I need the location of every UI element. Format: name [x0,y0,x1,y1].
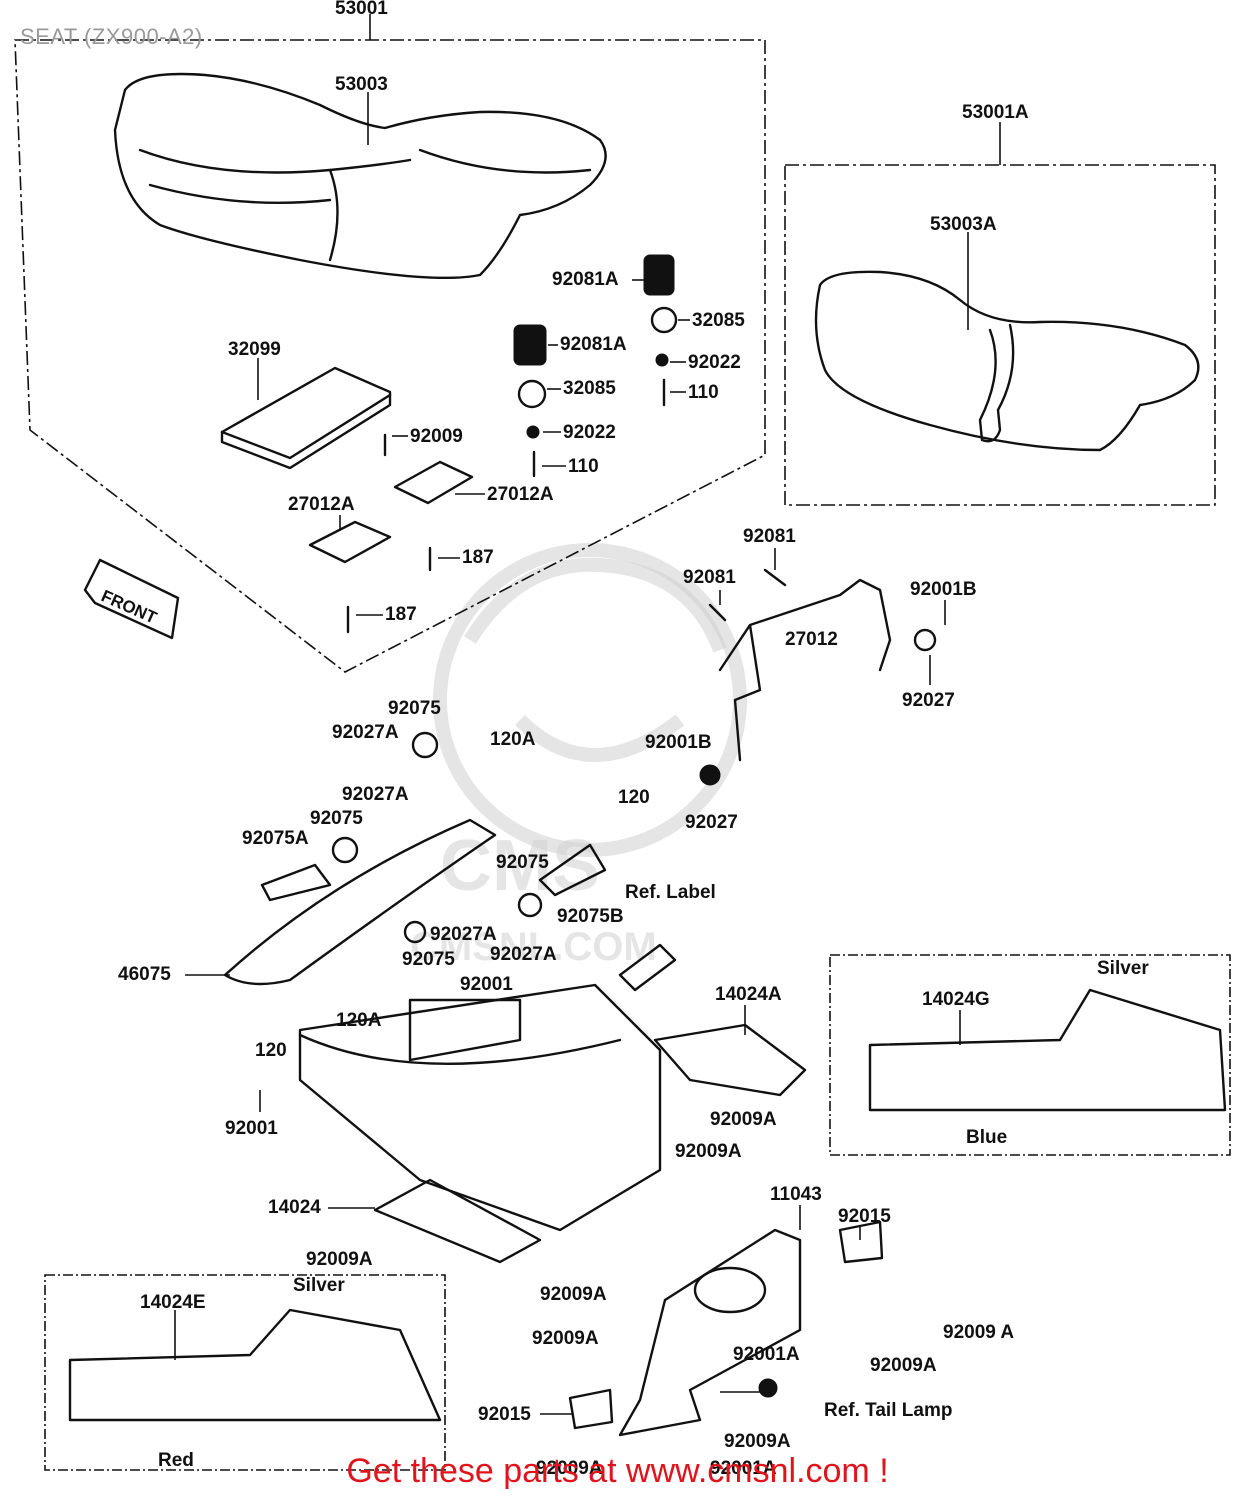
hook-27012 [699,568,937,786]
label-92001B-2: 92001B [645,732,712,753]
seat-53003 [113,72,607,280]
label-187-1: 187 [462,547,494,568]
label-14024G: 14024G [922,989,990,1010]
label-92001A-2: 92001A [710,1458,777,1479]
label-27012A-1: 27012A [288,494,355,515]
grip-46075 [223,731,607,986]
label-92075B: 92075B [557,906,624,927]
tray-32099 [220,358,392,470]
watermark-logo: CMS [440,826,600,906]
front-arrow: FRONT [83,558,180,640]
label-blue: Blue [966,1127,1007,1148]
label-92027A-1: 92027A [332,722,399,743]
label-92009A-8: 92009A [724,1431,791,1452]
label-120A-2: 120A [336,1010,382,1031]
inset-14024G [829,954,1231,1156]
label-110-1: 110 [688,382,719,403]
screws [346,433,432,634]
label-silver-2: Silver [293,1275,345,1296]
label-silver-1: Silver [1097,958,1149,979]
label-92009A-7: 92009A [870,1355,937,1376]
label-92009A-5: 92009A [532,1328,599,1349]
label-red: Red [158,1450,194,1471]
label-53001A: 53001A [962,102,1029,123]
label-92081-1: 92081 [743,526,796,547]
label-110-2: 110 [568,456,599,477]
label-92009: 92009 [410,426,463,447]
tail-cover [298,943,677,1232]
label-92009A-9: 92009A [536,1458,603,1479]
label-92027A-3: 92027A [430,924,497,945]
label-53003A: 53003A [930,214,997,235]
label-120-1: 120 [618,787,650,808]
label-11043: 11043 [770,1184,822,1205]
label-92075-1: 92075 [388,698,441,719]
label-92081A-2: 92081A [560,334,627,355]
label-120-2: 120 [255,1040,287,1061]
label-187-2: 187 [385,604,417,625]
label-92015-1: 92015 [838,1206,891,1227]
option-seat-frame [784,164,1216,506]
label-92001-1: 92001 [460,974,513,995]
label-14024A: 14024A [715,984,782,1005]
label-92022-1: 92022 [688,352,741,373]
label-92009A-1: 92009A [710,1109,777,1130]
label-92022-2: 92022 [563,422,616,443]
watermark: CMS CMSNL.COM [410,543,747,969]
front-arrow-label: FRONT [98,586,160,627]
label-46075: 46075 [118,964,171,985]
label-120A-1: 120A [490,729,536,750]
watermark-text: CMSNL.COM [410,925,657,969]
label-92015-2: 92015 [478,1404,531,1425]
label-92001-2: 92001 [225,1118,278,1139]
label-92001B-1: 92001B [910,579,977,600]
label-92009A-2: 92009A [675,1141,742,1162]
damper-92081A [513,254,678,478]
footer-link[interactable]: Get these parts at www.cmsnl.com ! [346,1452,889,1490]
label-92081-2: 92081 [683,567,736,588]
label-92001A-1: 92001A [733,1344,800,1365]
label-92009A-6: 92009 A [943,1322,1014,1343]
label-92027-2: 92027 [685,812,738,833]
side-cover-14024A [653,1023,807,1097]
side-cover-14024 [373,1178,542,1264]
label-92075-2: 92075 [310,808,363,829]
label-27012A-2: 27012A [487,484,554,505]
label-32099: 32099 [228,339,281,360]
label-ref-tail-lamp: Ref. Tail Lamp [824,1400,952,1421]
leader-lines [185,279,946,1415]
label-92009A-3: 92009A [306,1249,373,1270]
inset-14024E [44,1274,446,1471]
label-92081A-1: 92081A [552,269,619,290]
label-92009A-4: 92009A [540,1284,607,1305]
page-title: SEAT (ZX900-A2) [20,24,203,49]
label-53001: 53001 [335,0,388,19]
label-32085-2: 32085 [563,378,616,399]
bracket-11043 [568,1220,884,1437]
label-92075-3: 92075 [496,852,549,873]
label-92027A-4: 92027A [490,944,557,965]
label-92075-4: 92075 [402,949,455,970]
label-32085-1: 32085 [692,310,745,331]
label-14024E: 14024E [140,1292,206,1313]
seat-group-frame [14,39,766,673]
label-53003: 53003 [335,74,388,95]
seat-53003A [814,232,1200,452]
label-27012: 27012 [785,629,838,650]
labels: 53001 53003 53001A 53003A 92081A 32085 9… [118,0,1149,1479]
label-92027-1: 92027 [902,690,955,711]
label-92075A: 92075A [242,828,309,849]
label-ref-label: Ref. Label [625,882,716,903]
label-14024: 14024 [268,1197,321,1218]
label-92027A-2: 92027A [342,784,409,805]
